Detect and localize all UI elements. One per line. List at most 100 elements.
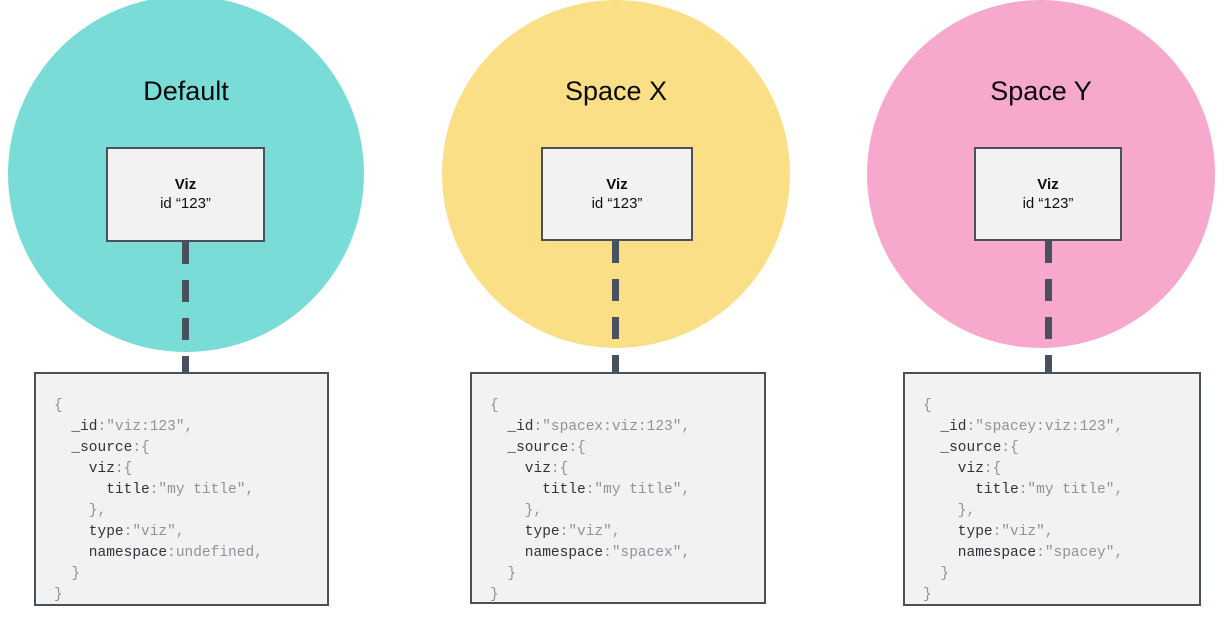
code-token-punct: : xyxy=(149,482,159,498)
code-token-key: _source xyxy=(923,440,1002,456)
code-token-brace: { xyxy=(559,461,569,477)
code-token-key: type xyxy=(490,524,560,540)
code-token-punct: , xyxy=(254,545,263,561)
code-token-punct: , xyxy=(1114,419,1124,435)
code-panel-spacey: { _id:"spacey:viz:123", _source:{ viz:{ … xyxy=(903,372,1201,606)
code-token-punct: , xyxy=(533,503,543,519)
viz-node-label-spacex: Viz xyxy=(606,175,628,193)
code-panel-spacex: { _id:"spacex:viz:123", _source:{ viz:{ … xyxy=(470,372,766,604)
code-token-str: "viz" xyxy=(132,524,176,540)
code-token-key: _id xyxy=(923,419,967,435)
code-line: type:"viz", xyxy=(923,522,1199,543)
code-line: type:"viz", xyxy=(490,522,764,543)
code-token-key: viz xyxy=(490,461,551,477)
code-line: } xyxy=(490,585,764,603)
code-token-punct: : xyxy=(603,545,612,561)
code-token-brace: } xyxy=(54,566,81,582)
code-token-key: title xyxy=(923,482,1019,498)
connector-spacey xyxy=(1045,241,1052,373)
code-token-punct: , xyxy=(681,419,691,435)
code-token-key: _source xyxy=(490,440,569,456)
code-token-punct: : xyxy=(1001,440,1011,456)
code-token-str: "spacex:viz:123" xyxy=(542,419,682,435)
viz-node-label-spacey: Viz xyxy=(1037,175,1059,193)
code-token-punct: , xyxy=(966,503,976,519)
code-token-brace: } xyxy=(490,587,499,603)
code-token-brace: { xyxy=(992,461,1002,477)
code-line: namespace:"spacey", xyxy=(923,543,1199,564)
code-token-punct: : xyxy=(992,524,1002,540)
viz-node-label-default: Viz xyxy=(174,176,197,193)
code-line: } xyxy=(54,585,327,604)
code-body-default: { _id:"viz:123", _source:{ viz:{ title:"… xyxy=(36,374,327,604)
code-token-key: _source xyxy=(54,440,133,456)
code-token-brace: { xyxy=(54,398,63,414)
code-line: viz:{ xyxy=(490,459,764,480)
code-token-punct: : xyxy=(132,440,142,456)
code-token-str: "viz:123" xyxy=(106,419,185,435)
code-line: title:"my title", xyxy=(490,480,764,501)
code-token-punct: , xyxy=(175,524,185,540)
code-line: { xyxy=(54,396,327,417)
code-token-punct: : xyxy=(559,524,569,540)
code-token-brace: } xyxy=(54,503,98,519)
space-title-spacey: Space Y xyxy=(990,76,1092,106)
code-token-brace: } xyxy=(54,587,63,603)
code-line: }, xyxy=(490,501,764,522)
code-token-punct: , xyxy=(681,482,691,498)
code-line: _id:"spacey:viz:123", xyxy=(923,417,1199,438)
code-body-spacey: { _id:"spacey:viz:123", _source:{ viz:{ … xyxy=(905,374,1199,604)
code-token-brace: } xyxy=(490,566,517,582)
code-token-str: "viz" xyxy=(568,524,612,540)
code-line: _id:"spacex:viz:123", xyxy=(490,417,764,438)
code-line: _id:"viz:123", xyxy=(54,417,327,438)
code-token-key: type xyxy=(54,524,124,540)
code-line: _source:{ xyxy=(923,438,1199,459)
connector-spacex xyxy=(612,241,619,373)
code-line: title:"my title", xyxy=(923,480,1199,501)
code-line: { xyxy=(490,396,764,417)
code-token-str: "spacey" xyxy=(1044,545,1115,561)
space-title-spacex: Space X xyxy=(564,76,668,106)
code-token-str: "my title" xyxy=(158,482,246,498)
code-token-key: namespace xyxy=(54,545,168,561)
code-token-key: viz xyxy=(54,461,115,477)
code-token-punct: , xyxy=(97,503,107,519)
code-token-punct: , xyxy=(184,419,194,435)
code-token-str: "viz" xyxy=(1001,524,1045,540)
viz-node-id-spacex: id “123” xyxy=(591,194,643,212)
code-token-str: "my title" xyxy=(594,482,682,498)
code-token-punct: : xyxy=(983,461,993,477)
code-token-punct: , xyxy=(1114,545,1124,561)
code-token-key: viz xyxy=(923,461,984,477)
code-token-punct: : xyxy=(585,482,595,498)
code-token-punct: , xyxy=(681,545,691,561)
code-line: } xyxy=(54,564,327,585)
code-line: } xyxy=(923,585,1199,604)
code-token-brace: { xyxy=(1010,440,1019,456)
code-token-punct: : xyxy=(167,545,176,561)
code-token-key: title xyxy=(54,482,150,498)
code-token-key: _id xyxy=(54,419,98,435)
code-body-spacex: { _id:"spacex:viz:123", _source:{ viz:{ … xyxy=(472,374,764,603)
code-token-punct: , xyxy=(611,524,621,540)
code-token-str: "my title" xyxy=(1027,482,1115,498)
code-line: { xyxy=(923,396,1199,417)
connector-default xyxy=(182,242,189,373)
code-token-brace: } xyxy=(923,587,932,603)
code-token-key: title xyxy=(490,482,586,498)
viz-node-id-spacey: id “123” xyxy=(1022,194,1074,212)
code-token-punct: : xyxy=(568,440,578,456)
code-token-punct: : xyxy=(114,461,124,477)
code-token-brace: { xyxy=(490,398,499,414)
code-token-punct: : xyxy=(550,461,560,477)
code-token-key: namespace xyxy=(923,545,1037,561)
code-token-brace: { xyxy=(923,398,932,414)
code-token-brace: } xyxy=(923,503,967,519)
code-line: viz:{ xyxy=(54,459,327,480)
code-token-punct: : xyxy=(1018,482,1028,498)
